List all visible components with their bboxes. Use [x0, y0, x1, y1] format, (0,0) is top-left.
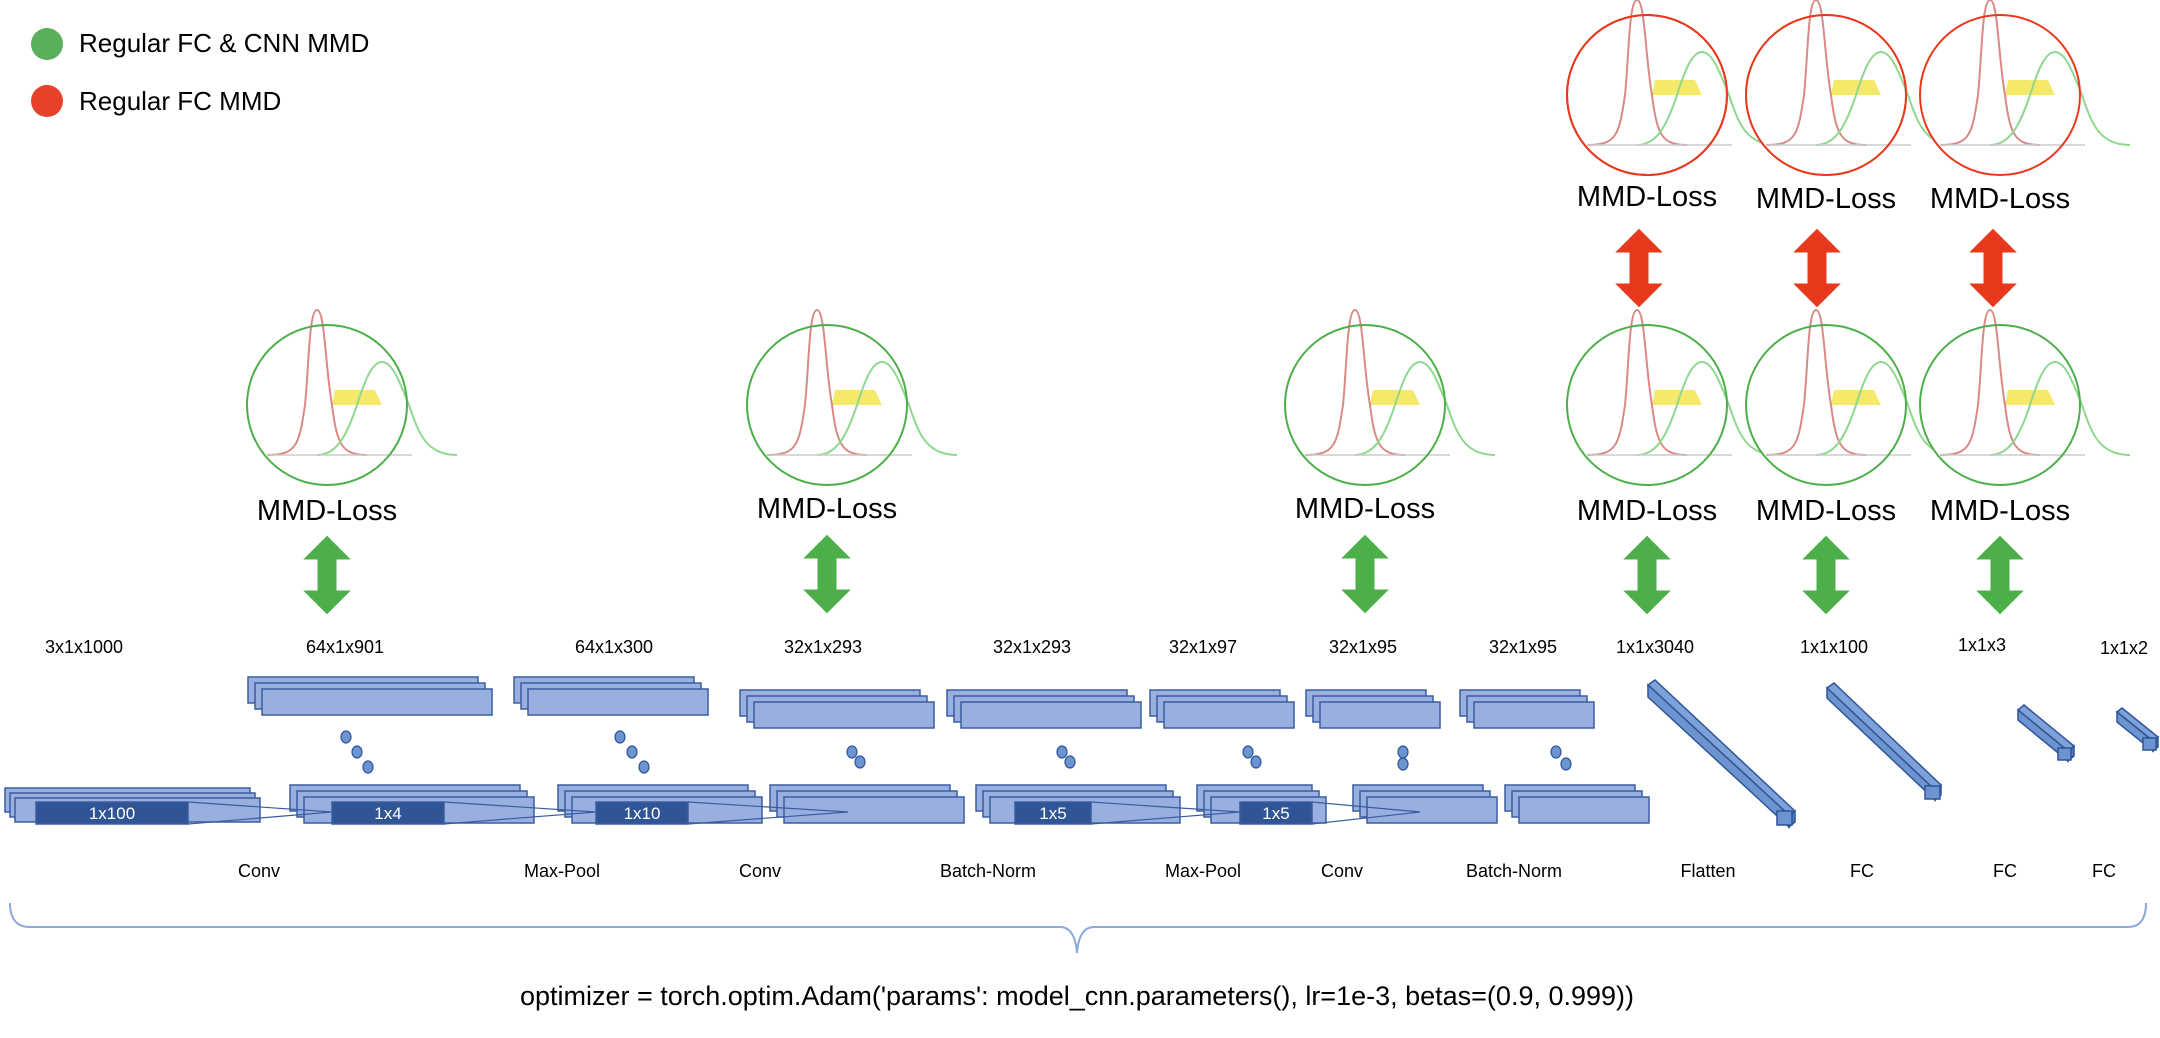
mmd-loss-label: MMD-Loss [257, 495, 397, 527]
dim-label: 1x1x100 [1800, 637, 1868, 657]
layer-stacks [4, 676, 1650, 825]
maxpool1-output-stack [513, 676, 763, 825]
green-double-arrow [1974, 534, 2026, 616]
legend-green-dot [31, 28, 63, 60]
kernel-label: 1x5 [1262, 804, 1289, 823]
kernel-label: 1x5 [1039, 804, 1066, 823]
green-mmd-3: MMD-Loss [1284, 309, 1496, 615]
layer-label: Batch-Norm [940, 861, 1036, 881]
green-mmd-6: MMD-Loss [1919, 309, 2131, 616]
legend-label-green: Regular FC & CNN MMD [79, 28, 369, 58]
kernel-box [1014, 801, 1092, 825]
mmd-loss-label: MMD-Loss [1577, 495, 1717, 527]
layer-label: FC [1850, 861, 1874, 881]
dim-label: 1x1x3040 [1616, 637, 1694, 657]
dim-label: 32x1x293 [784, 637, 862, 657]
mmd-loss-label: MMD-Loss [1756, 183, 1896, 215]
green-double-arrow [301, 534, 353, 616]
mmd-loss-label: MMD-Loss [1756, 495, 1896, 527]
green-mmd-2: MMD-Loss [746, 309, 958, 615]
kernel-label: 1x10 [624, 804, 661, 823]
fc-bar-1 [1825, 682, 1943, 802]
layer-label: Conv [1321, 861, 1363, 881]
bracket-brace [9, 902, 2147, 954]
legend-red-dot [31, 85, 63, 117]
kernel-labels: 1x100 1x4 1x10 1x5 1x5 [89, 804, 1290, 823]
connection-lines [187, 801, 1421, 825]
dimension-labels: 3x1x1000 64x1x901 64x1x300 32x1x293 32x1… [45, 635, 2148, 658]
green-mmd-1: MMD-Loss [246, 309, 458, 616]
red-mmd-1: MMD-Loss [1566, 0, 1778, 309]
conv1-output-stack [247, 676, 535, 825]
green-double-arrow [1339, 533, 1391, 615]
dim-label: 64x1x300 [575, 637, 653, 657]
kernel-label: 1x100 [89, 804, 135, 823]
dim-label: 32x1x293 [993, 637, 1071, 657]
dim-label: 64x1x901 [306, 637, 384, 657]
layer-label: FC [1993, 861, 2017, 881]
input-stack [4, 787, 261, 825]
batchnorm1-output-stack [946, 689, 1181, 825]
dim-label: 1x1x2 [2100, 638, 2148, 658]
optimizer-text: optimizer = torch.optim.Adam('params': m… [520, 981, 1634, 1011]
layer-label: Batch-Norm [1466, 861, 1562, 881]
layer-label: Flatten [1680, 861, 1735, 881]
dim-label: 1x1x3 [1958, 635, 2006, 655]
legend-item-regular-fc-mmd: Regular FC MMD [31, 85, 281, 117]
fc-bar-3 [2115, 707, 2160, 753]
dim-label: 32x1x95 [1489, 637, 1557, 657]
green-double-arrow [1800, 534, 1852, 616]
layer-label: Conv [238, 861, 280, 881]
batchnorm2-output-stack [1459, 689, 1650, 824]
fc-bar-2 [2016, 704, 2076, 763]
mmd-loss-label: MMD-Loss [1295, 493, 1435, 525]
dim-label: 3x1x1000 [45, 637, 123, 657]
mmd-loss-label: MMD-Loss [1930, 495, 2070, 527]
layer-labels: Conv Max-Pool Conv Batch-Norm Max-Pool C… [238, 861, 2116, 881]
layer-label: Max-Pool [1165, 861, 1241, 881]
conv3-output-stack [1305, 689, 1498, 824]
kernel-box [1239, 801, 1313, 825]
kernel-box [331, 801, 445, 825]
dim-label: 32x1x95 [1329, 637, 1397, 657]
layer-label: Conv [739, 861, 781, 881]
kernel-box [595, 801, 689, 825]
flatten-bar [1646, 679, 1797, 829]
ellipsis-dots [340, 730, 1572, 774]
mmd-loss-label: MMD-Loss [757, 493, 897, 525]
kernel-label: 1x4 [374, 804, 401, 823]
conv2-output-stack [739, 689, 965, 824]
kernel-box [35, 801, 189, 825]
fc-bars [1646, 679, 2160, 829]
legend: Regular FC & CNN MMD Regular FC MMD [31, 28, 369, 117]
red-double-arrow [1791, 227, 1843, 309]
green-double-arrow [801, 533, 853, 615]
red-mmd-2: MMD-Loss [1745, 0, 1957, 309]
green-mmd-5: MMD-Loss [1745, 309, 1957, 616]
layer-label: Max-Pool [524, 861, 600, 881]
mmd-loss-label: MMD-Loss [1930, 183, 2070, 215]
maxpool2-output-stack [1149, 689, 1327, 825]
dim-label: 32x1x97 [1169, 637, 1237, 657]
red-double-arrow [1967, 227, 2019, 309]
legend-item-regular-fc-cnn-mmd: Regular FC & CNN MMD [31, 28, 369, 60]
legend-label-red: Regular FC MMD [79, 86, 281, 116]
mmd-loss-label: MMD-Loss [1577, 181, 1717, 213]
green-double-arrow [1621, 534, 1673, 616]
layer-label: FC [2092, 861, 2116, 881]
red-mmd-3: MMD-Loss [1919, 0, 2131, 309]
red-double-arrow [1613, 227, 1665, 309]
green-mmd-4: MMD-Loss [1566, 309, 1778, 616]
